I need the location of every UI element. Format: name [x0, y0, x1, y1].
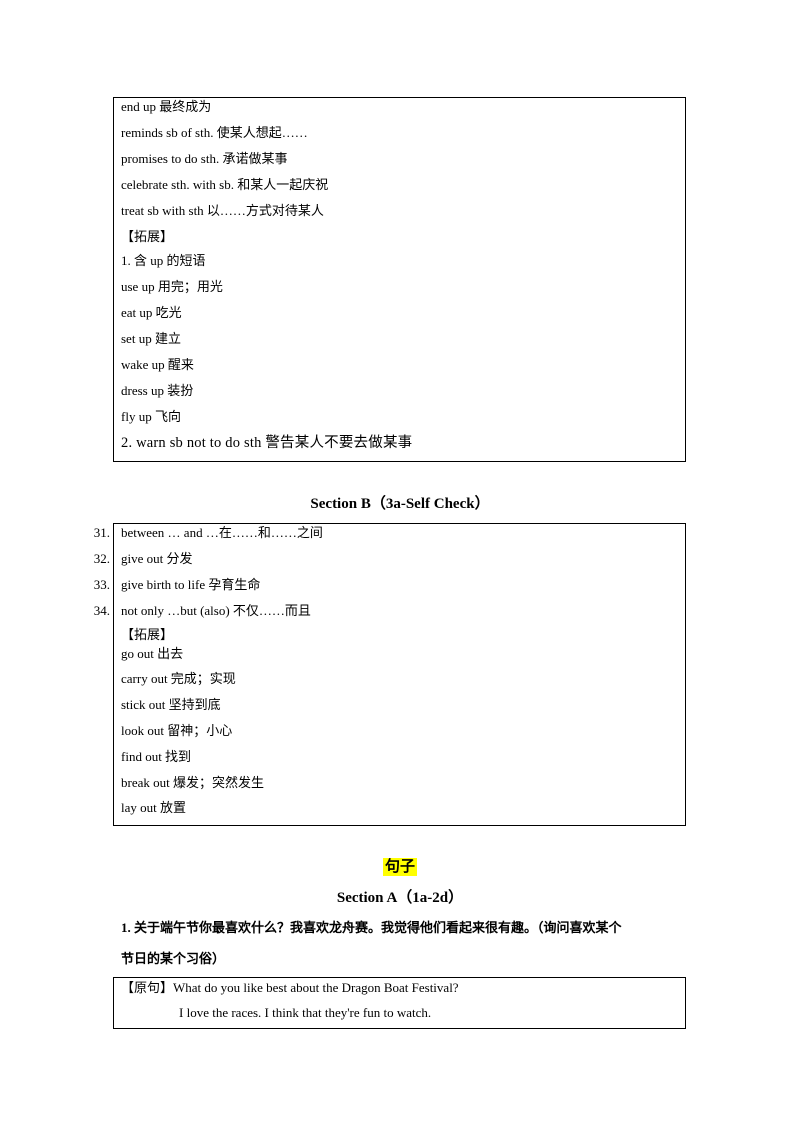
- sentences-title: 句子: [382, 858, 417, 876]
- item-number: 33.: [93, 577, 110, 592]
- phrase-line: set up 建立: [121, 331, 181, 346]
- phrase-line: break out 爆发；突然发生: [121, 775, 264, 790]
- extension-label: 【拓展】: [121, 229, 174, 244]
- original-sentence-line: I love the races. I think that they're f…: [179, 1005, 432, 1020]
- phrase-box-2: [113, 523, 686, 826]
- extension-label: 【拓展】: [121, 627, 174, 642]
- item-number: 31.: [93, 525, 110, 540]
- phrase-line: fly up 飞向: [121, 409, 181, 424]
- phrase-line: give birth to life 孕育生命: [121, 577, 261, 592]
- phrase-line: promises to do sth. 承诺做某事: [121, 151, 288, 166]
- original-sentence-box: [113, 977, 686, 1029]
- phrase-line: between … and …在……和……之间: [121, 525, 323, 540]
- phrase-line: carry out 完成；实现: [121, 671, 236, 686]
- original-sentence-line: 【原句】What do you like best about the Drag…: [121, 980, 459, 995]
- phrase-line: look out 留神；小心: [121, 723, 233, 738]
- phrase-line: find out 找到: [121, 749, 192, 764]
- question-line: 1. 关于端午节你最喜欢什么？我喜欢龙舟赛。我觉得他们看起来很有趣。（询问喜欢某…: [121, 920, 622, 935]
- phrase-line: use up 用完；用光: [121, 279, 223, 294]
- section-a-heading: Section A（1a-2d）: [336, 890, 464, 906]
- phrase-line: give out 分发: [121, 551, 193, 566]
- phrase-line: stick out 坚持到底: [121, 697, 221, 712]
- sentences-title-wrap: 句子: [0, 858, 800, 876]
- phrase-line: end up 最终成为: [121, 99, 212, 114]
- phrase-line: not only …but (also) 不仅……而且: [121, 603, 311, 618]
- item-number: 32.: [93, 551, 110, 566]
- phrase-line: celebrate sth. with sb. 和某人一起庆祝: [121, 177, 329, 192]
- phrase-line: 1. 含 up 的短语: [121, 253, 206, 268]
- item-number: 34.: [93, 603, 110, 618]
- section-b-heading: Section B（3a-Self Check）: [310, 496, 490, 512]
- phrase-box-1: [113, 97, 686, 462]
- phrase-line: wake up 醒来: [121, 357, 194, 372]
- phrase-line: lay out 放置: [121, 800, 186, 815]
- question-line: 节日的某个习俗）: [121, 951, 226, 966]
- phrase-line: dress up 装扮: [121, 383, 194, 398]
- phrase-line: go out 出去: [121, 646, 184, 661]
- phrase-line: 2. warn sb not to do sth 警告某人不要去做某事: [121, 435, 413, 451]
- phrase-line: reminds sb of sth. 使某人想起……: [121, 125, 308, 140]
- phrase-line: eat up 吃光: [121, 305, 182, 320]
- phrase-line: treat sb with sth 以……方式对待某人: [121, 203, 324, 218]
